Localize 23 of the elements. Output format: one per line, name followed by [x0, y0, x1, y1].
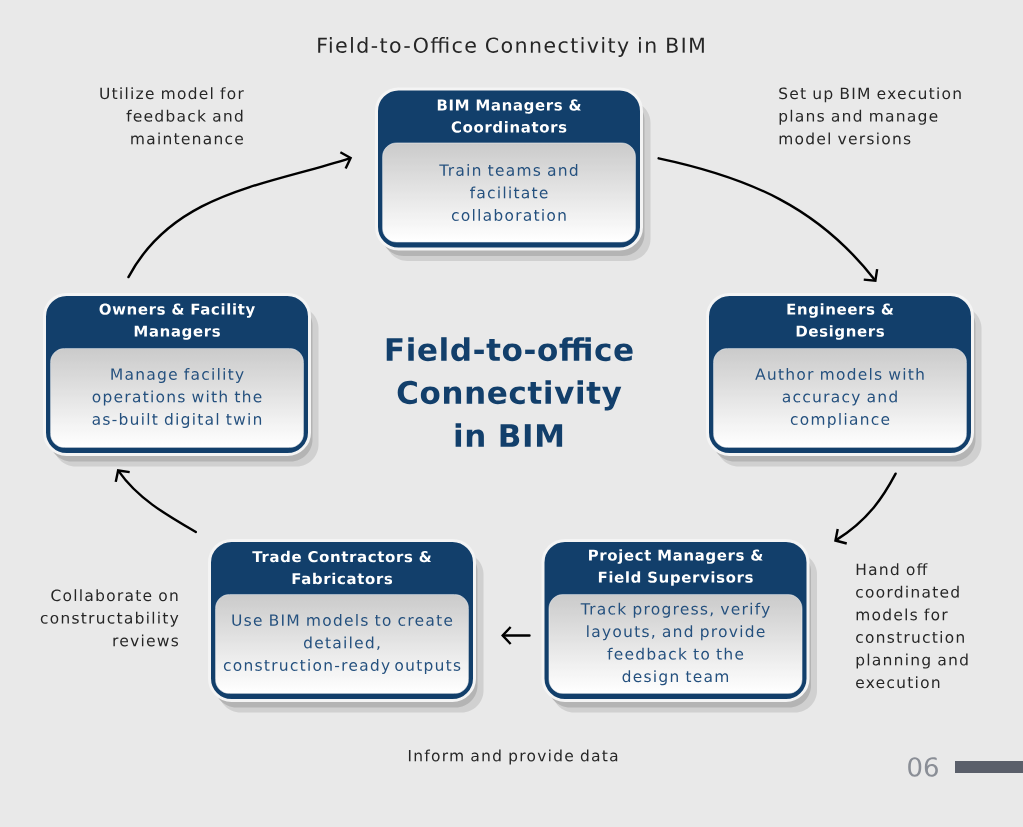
description-panel: Train teams and facilitate collaboration	[382, 142, 636, 243]
arrow	[657, 157, 879, 282]
role-title: Trade Contractors & Fabricators	[252, 550, 432, 585]
role-title: Project Managers & Field Supervisors	[589, 549, 763, 586]
role-title: Engineers & Designers	[787, 303, 894, 340]
description-panel: Track progress, verify layouts, and provide feedback to the design team	[548, 594, 803, 694]
role-title: Owners & Facility Managers	[99, 303, 255, 340]
edge-label: Utilize model for feedback and maintenance	[100, 87, 244, 145]
diagram-title: Field-to-Office Connectivity in BIM	[318, 37, 704, 57]
arrow	[834, 472, 897, 545]
role-title: BIM Managers & Coordinators	[437, 99, 581, 133]
page-number: 06	[908, 757, 938, 777]
center-heading: Field-to-office Connectivity in BIM	[386, 337, 633, 447]
description-panel: Author models with accuracy and compliance	[713, 348, 967, 448]
edge-label: Hand off coordinated models for construction planning and execution	[856, 563, 968, 689]
arrow	[114, 469, 198, 534]
edge-label: Set up BIM execution plans and manage model versions	[779, 87, 961, 145]
description-panel: Use BIM models to create detailed, construction-ready outputs	[215, 594, 469, 694]
arrow	[127, 151, 353, 279]
arrow	[501, 626, 531, 645]
description-panel: Manage facility operations with the as-built digital twin	[50, 348, 304, 448]
annotation: Inform and provide data	[408, 749, 618, 765]
edge-label: Collaborate on constructability reviews	[40, 589, 179, 647]
